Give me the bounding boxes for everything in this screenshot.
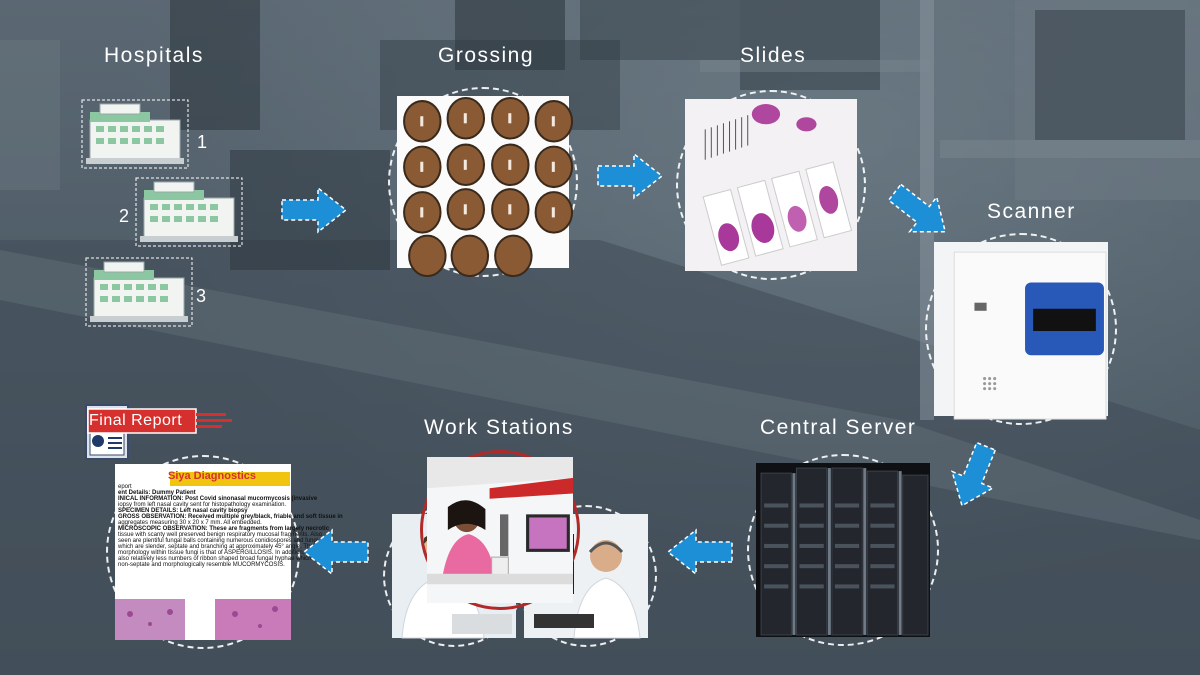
central-server-label: Central Server <box>760 416 917 439</box>
work-stations-label: Work Stations <box>424 416 574 439</box>
report-doc-title: Siya Diagnostics <box>168 470 257 482</box>
scanner-device-illustration <box>934 242 1108 420</box>
report-doc-line: eport <box>118 484 132 490</box>
report-doc-line: tissue with scanty well preserved benign… <box>118 532 323 538</box>
arrow-down-right-icon <box>887 183 947 233</box>
report-doc-line: MICROSCOPIC OBSERVATION: These are fragm… <box>118 526 330 532</box>
report-doc-line: seen are plentiful fungal balls containi… <box>118 538 319 544</box>
report-doc-line: ent Details: Dummy Patient <box>118 490 196 496</box>
arrow-right-icon <box>597 152 664 200</box>
hospital-number-3: 3 <box>196 286 207 306</box>
report-doc-line: SPECIMEN DETAILS: Left nasal cavity biop… <box>118 508 248 514</box>
building-icon <box>135 177 243 247</box>
arrow-left-icon <box>302 528 369 576</box>
report-doc-line: iopsy from left nasal cavity sent for hi… <box>118 502 287 508</box>
report-doc-line: also relatively less numbers of ribbon s… <box>118 556 322 562</box>
arrow-down-icon <box>950 441 997 507</box>
hospitals-label: Hospitals <box>104 44 204 67</box>
report-doc-line: which are slender, septate and branching… <box>118 544 314 550</box>
arrow-left-icon <box>666 528 733 576</box>
slides-image <box>676 90 866 280</box>
hospital-number-2: 2 <box>119 206 130 226</box>
slides-label: Slides <box>740 44 807 67</box>
report-doc-line: morphology within tissue fungi is that o… <box>118 550 331 556</box>
final-report-label: Final Report <box>89 412 183 429</box>
building-icon <box>85 257 193 327</box>
central-server-image <box>747 454 939 646</box>
scanner-image <box>925 233 1117 425</box>
grossing-image <box>388 87 578 278</box>
grossing-label: Grossing <box>438 44 535 67</box>
report-doc-line: GROSS OBSERVATION: Received multiple gre… <box>118 514 343 520</box>
server-racks-illustration <box>756 463 930 637</box>
report-doc-line: INICAL INFORMATION: Post Covid sinonasal… <box>118 496 318 502</box>
arrow-right-icon <box>281 186 348 234</box>
glass-slides-illustration <box>685 99 857 271</box>
final-report-image <box>106 455 300 649</box>
lab-workstation-illustration <box>427 457 573 603</box>
report-doc-line: non-septate and morphologically resemble… <box>118 562 285 568</box>
report-doc-line: aggregates measuring 30 x 20 x 7 mm. All… <box>118 520 262 526</box>
report-document-background <box>115 464 291 640</box>
hospital-number-1: 1 <box>197 132 208 152</box>
building-icon <box>81 99 189 169</box>
report-doc-lines: eport ent Details: Dummy Patient INICAL … <box>118 484 343 588</box>
report-icon <box>85 404 232 460</box>
scanner-label: Scanner <box>987 200 1076 223</box>
work-station-image-center <box>420 450 580 610</box>
tissue-sections-illustration <box>397 96 574 278</box>
